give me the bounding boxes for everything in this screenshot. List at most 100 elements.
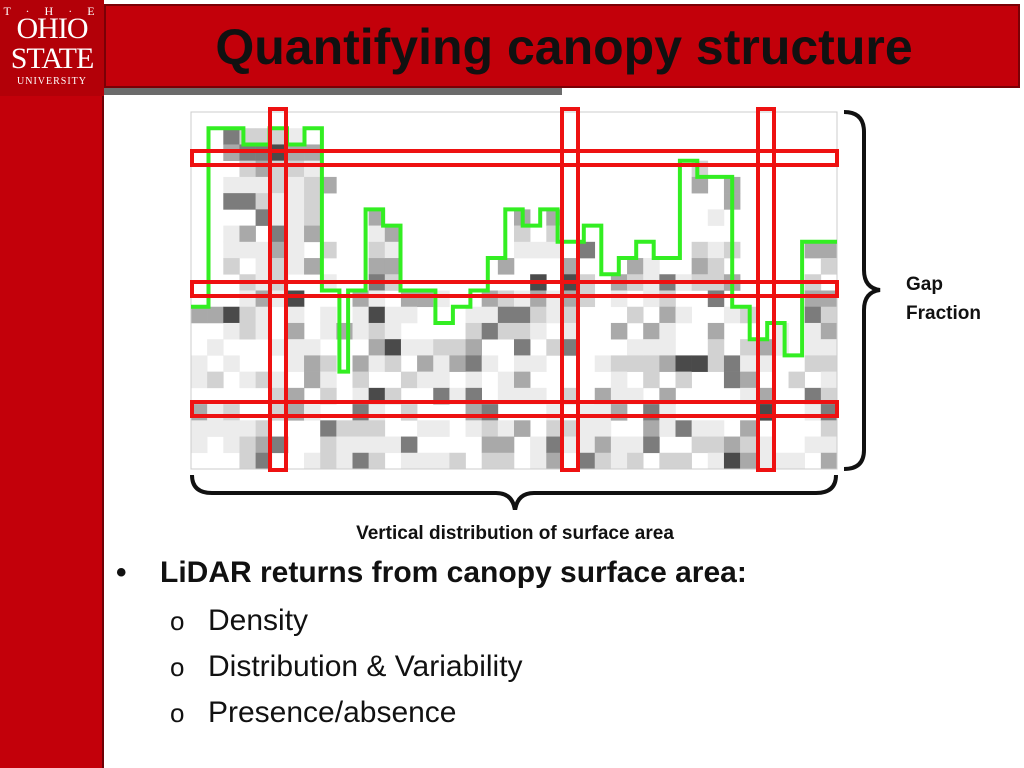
heatmap-cell (756, 452, 773, 470)
heatmap-cell (627, 258, 644, 275)
heatmap-cell (191, 371, 208, 389)
heatmap-cell (384, 322, 402, 340)
heatmap-cell (675, 420, 692, 437)
heatmap-cell (707, 322, 725, 340)
heatmap-cell (610, 371, 628, 389)
heatmap-cell (740, 452, 757, 470)
heatmap-cell (223, 436, 240, 454)
heatmap-cell (756, 355, 773, 372)
heatmap-cell (352, 436, 369, 454)
heatmap-cell (255, 176, 273, 194)
highlight-row-top (190, 149, 839, 167)
logo-the: T · H · E (3, 4, 101, 18)
highlight-row-middle (190, 280, 839, 298)
heatmap-cell (675, 371, 692, 389)
logo-state: STATE (10, 42, 95, 75)
heatmap-cell (384, 355, 402, 372)
heatmap-cell (417, 290, 434, 308)
heatmap-cell (400, 452, 418, 470)
sub-bullet-text: Density (208, 604, 309, 637)
heatmap-cell (627, 436, 644, 454)
heatmap-cell (223, 128, 240, 145)
heatmap-cell (643, 339, 660, 356)
bullet-marker: • (116, 556, 127, 589)
heatmap-cell (191, 306, 208, 324)
canopy-figure (190, 107, 881, 510)
heatmap-cell (820, 404, 838, 421)
heatmap-cell (433, 339, 450, 356)
heatmap-cell (207, 404, 224, 421)
heatmap-cell (191, 355, 208, 372)
heatmap-cell (320, 420, 337, 437)
heatmap-cell (336, 452, 353, 470)
heatmap-cell (497, 306, 515, 324)
heatmap-cell (643, 404, 660, 421)
gap-fraction-label: Gap Fraction (906, 270, 981, 328)
heatmap-cell (546, 339, 563, 356)
heatmap-cell (465, 322, 482, 340)
heatmap-cell (368, 241, 386, 259)
heatmap-cell (594, 436, 612, 454)
heatmap-cell (530, 241, 547, 259)
heatmap-cell (627, 306, 644, 324)
heatmap-cell (255, 258, 273, 275)
heatmap-cell (191, 420, 208, 437)
heatmap-cell (820, 306, 838, 324)
heatmap-cell (287, 241, 305, 259)
heatmap-cell (223, 322, 240, 340)
heatmap-cell (740, 355, 757, 372)
heatmap-cell (530, 355, 547, 372)
heatmap-cell (804, 436, 822, 454)
heatmap-cell (400, 290, 418, 308)
heatmap-cell (384, 225, 402, 243)
heatmap-cell (659, 306, 676, 324)
heatmap-cell (287, 290, 305, 308)
heatmap-cell (820, 436, 838, 454)
heatmap-cell (368, 306, 386, 324)
heatmap-cell (740, 339, 757, 356)
heatmap-cell (255, 193, 273, 210)
heatmap-cell (304, 355, 321, 372)
highlight-col-left (268, 107, 288, 472)
heatmap-cell (320, 452, 337, 470)
heatmap-cell (707, 258, 725, 275)
heatmap-cell (417, 371, 434, 389)
heatmap-cell (627, 452, 644, 470)
heatmap-cell (433, 355, 450, 372)
heatmap-cell (562, 339, 579, 356)
heatmap-cell (320, 176, 337, 194)
heatmap-cell (433, 420, 450, 437)
heatmap-cell (287, 225, 305, 243)
heatmap-cell (352, 322, 369, 340)
heatmap-cell (804, 322, 822, 340)
heatmap-cell (336, 420, 353, 437)
heatmap-cell (304, 371, 321, 389)
heatmap-cell (546, 306, 563, 324)
bullet-main-text: LiDAR returns from canopy surface area: (160, 556, 747, 589)
heatmap-cell (820, 290, 838, 308)
heatmap-cell (255, 452, 273, 470)
heatmap-cell (707, 241, 725, 259)
heatmap-cell (287, 193, 305, 210)
heatmap-cell (481, 322, 499, 340)
heatmap-cell (481, 306, 499, 324)
heatmap-cell (643, 258, 660, 275)
heatmap-cell (804, 355, 822, 372)
heatmap-cell (239, 322, 256, 340)
heatmap-cell (514, 290, 531, 308)
gap-fraction-line2: Fraction (906, 303, 981, 324)
heatmap-cell (562, 436, 579, 454)
heatmap-cell (368, 404, 386, 421)
heatmap-cell (352, 452, 369, 470)
heatmap-cell (417, 355, 434, 372)
heatmap-cell (820, 241, 838, 259)
heatmap-cell (594, 452, 612, 470)
heatmap-cell (449, 339, 466, 356)
heatmap-cell (627, 355, 644, 372)
heatmap-cell (352, 306, 369, 324)
heatmap-cell (191, 436, 208, 454)
heatmap-cell (304, 209, 321, 226)
heatmap-cell (643, 420, 660, 437)
heatmap-cell (320, 355, 337, 372)
heatmap-cell (433, 371, 450, 389)
